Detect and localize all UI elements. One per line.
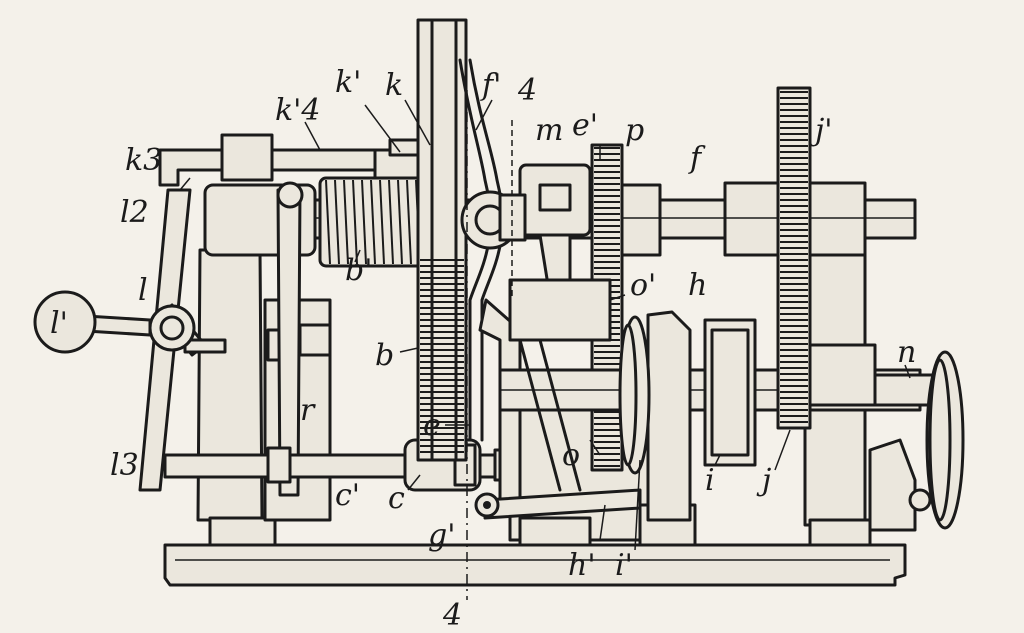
label-r: r [300,393,316,428]
handwheel-n [868,350,965,532]
label-l: l [138,273,148,308]
link-r [276,181,304,497]
label-o1: o' [630,268,656,303]
label-f: f [688,141,706,176]
label-p: p [625,113,644,148]
label-e: e [423,408,441,443]
label-k4: k'4 [275,93,321,128]
label-j: j [756,463,771,498]
pulley-i [703,318,757,467]
label-j1: j' [809,113,833,148]
label-c1: c' [335,478,360,513]
label-g1: g' [428,518,455,553]
label-k1: k' [335,65,361,100]
collar-m [498,163,592,287]
label-k3: k3 [125,143,162,178]
label-k: k [385,68,403,103]
gear-j1 [776,86,812,430]
label-4-top: 4 [517,73,537,108]
section-line [466,90,513,600]
label-i: i [705,463,715,498]
base-plate [163,543,907,587]
label-f1: f' [480,68,501,103]
left-frame [158,133,407,547]
label-c: c [388,481,405,516]
label-b1: b' [345,253,372,288]
hand-lever-l [33,188,227,492]
leader-lines [179,99,911,551]
label-n: n [897,335,916,370]
disc-o [618,315,651,475]
label-m: m [535,113,563,148]
label-l2: l2 [120,195,149,230]
part-labels: k'4 k' k f' 4 m e' p f j' k3 l2 l l' b' … [50,65,916,633]
label-l3: l3 [110,448,139,483]
label-4-bottom: 4 [442,598,462,633]
label-e1: e' [572,108,598,143]
label-h: h [688,268,707,303]
label-l1: l' [50,306,68,341]
label-h1: h' [568,548,596,583]
label-o: o [562,438,580,473]
link-h1 [474,338,642,520]
label-b: b [375,338,394,373]
gear-b [416,18,468,462]
bearing-h [646,310,692,522]
label-i1: i' [615,548,633,583]
